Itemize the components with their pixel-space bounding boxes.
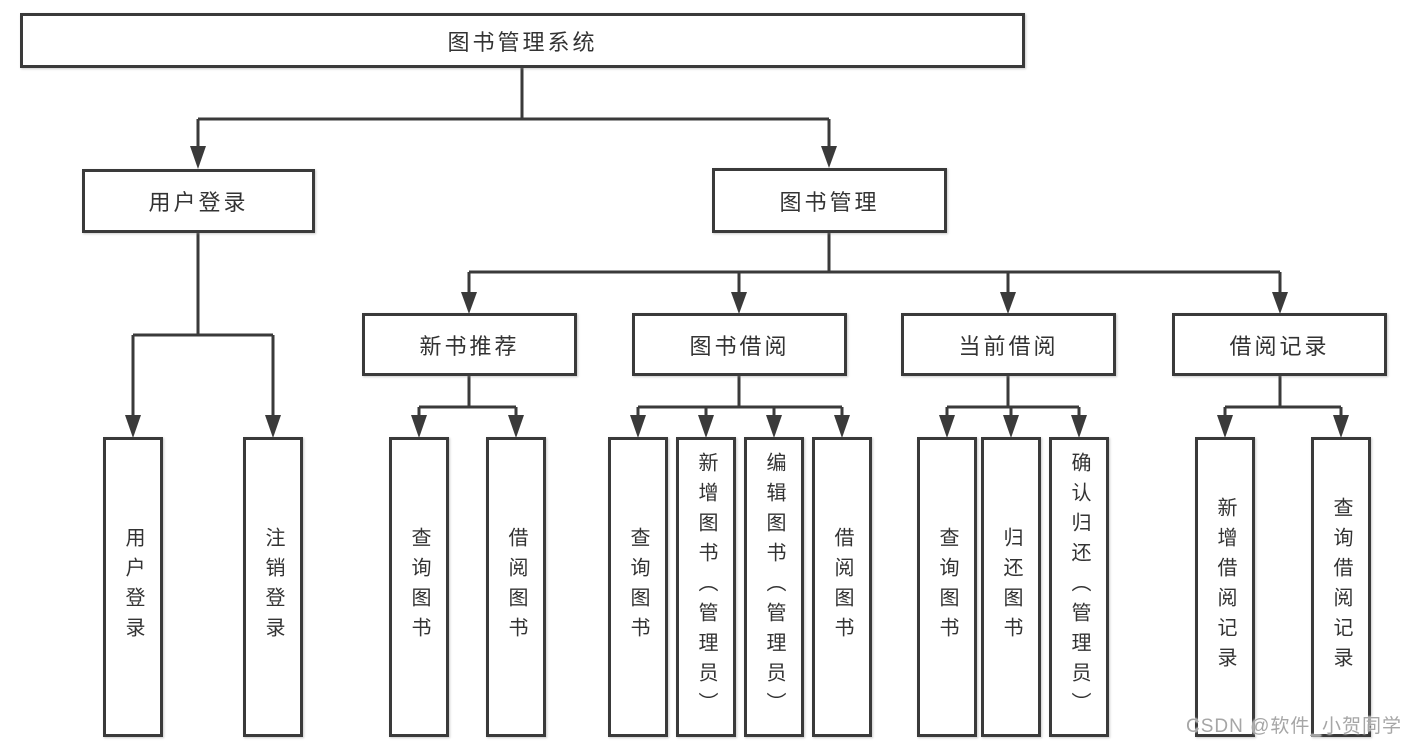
csdn-watermark: CSDN @软件_小贺同学 — [1186, 716, 1402, 737]
arrowhead-group — [125, 146, 1349, 438]
leaf-query-books-recommend: 查询图书 — [389, 437, 449, 737]
leaf-add-book-admin: 新增图书（管理员） — [676, 437, 736, 737]
leaf-edit-book-admin: 编辑图书（管理员） — [744, 437, 804, 737]
leaf-user-login: 用户登录 — [103, 437, 163, 737]
leaf-borrow-books: 借阅图书 — [812, 437, 872, 737]
connector-path-group — [131, 67, 1343, 418]
leaf-query-borrow-record: 查询借阅记录 — [1311, 437, 1371, 737]
node-new-book-recommend: 新书推荐 — [362, 313, 577, 376]
leaf-add-borrow-record: 新增借阅记录 — [1195, 437, 1255, 737]
leaf-confirm-return-admin: 确认归还（管理员） — [1049, 437, 1109, 737]
leaf-query-books-borrow: 查询图书 — [608, 437, 668, 737]
leaf-borrow-books-recommend: 借阅图书 — [486, 437, 546, 737]
node-user-login: 用户登录 — [82, 169, 315, 233]
node-root-system: 图书管理系统 — [20, 13, 1025, 68]
leaf-query-books-current: 查询图书 — [917, 437, 977, 737]
leaf-logout: 注销登录 — [243, 437, 303, 737]
node-borrow-records: 借阅记录 — [1172, 313, 1387, 376]
node-book-management: 图书管理 — [712, 168, 947, 233]
node-current-borrow: 当前借阅 — [901, 313, 1116, 376]
node-book-borrow: 图书借阅 — [632, 313, 847, 376]
leaf-return-book: 归还图书 — [981, 437, 1041, 737]
